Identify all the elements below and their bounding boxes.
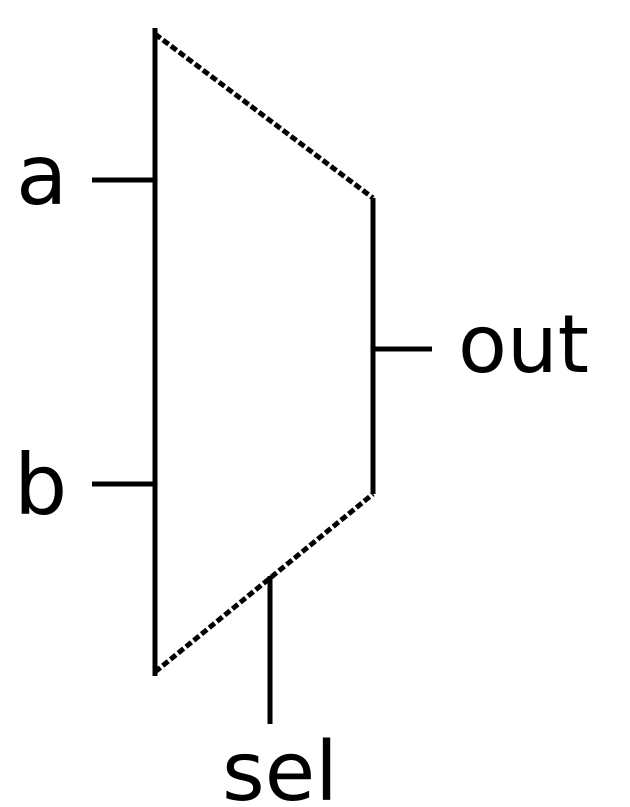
mux-bottom-edge <box>153 492 375 674</box>
mux-top-edge <box>153 32 375 200</box>
input-a-label: a <box>16 126 67 224</box>
select-label: sel <box>222 725 338 807</box>
input-b-label: b <box>14 436 67 534</box>
mux-symbol <box>152 28 376 676</box>
output-label: out <box>458 298 589 391</box>
